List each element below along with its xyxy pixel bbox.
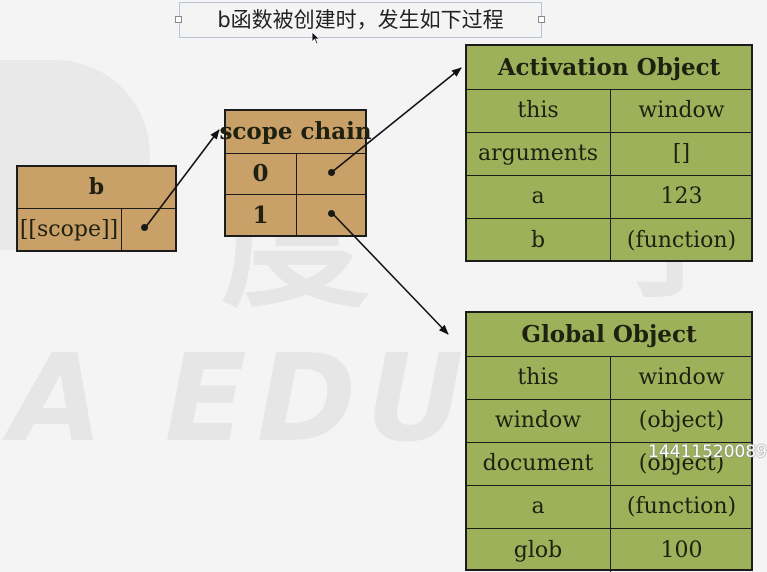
chain-0-pointer-dot — [328, 169, 335, 176]
global-row-key: glob — [466, 528, 611, 572]
activation-row-key: this — [466, 89, 611, 133]
overlay-watermark-number: 14411520089 — [648, 442, 767, 462]
global-row-value: (function) — [610, 485, 753, 529]
global-row-key: document — [466, 442, 611, 486]
global-row-key: window — [466, 399, 611, 443]
global-row-value: (object) — [610, 399, 753, 443]
global-row-key: a — [466, 485, 611, 529]
activation-row-value: 123 — [610, 175, 753, 219]
scope-property-slot — [121, 208, 177, 251]
scope-chain-title: scope chain — [219, 110, 372, 154]
global-row-value: (object) — [610, 442, 753, 486]
activation-row-value: (function) — [626, 227, 737, 253]
activation-row-key: b — [466, 218, 611, 262]
activation-object-table: Activation Object this window arguments … — [465, 44, 753, 262]
activation-object-title: Activation Object — [466, 45, 752, 90]
caption-text: b函数被创建时，发生如下过程 — [217, 8, 504, 32]
scope-chain-index-0: 0 — [225, 153, 297, 195]
function-b-box: b [[scope]] — [16, 165, 177, 252]
mouse-cursor-icon — [311, 31, 321, 45]
resize-handle[interactable] — [175, 16, 182, 23]
activation-row-value: [] — [610, 132, 753, 176]
scope-chain-index-1: 1 — [225, 194, 297, 236]
activation-row-key: a — [466, 175, 611, 219]
activation-row-value: window — [610, 89, 753, 133]
global-row-value: window — [610, 356, 753, 400]
global-object-title: Global Object — [466, 312, 752, 357]
scope-property-label: [[scope]] — [17, 208, 122, 251]
scope-chain-box: scope chain 0 1 — [219, 109, 372, 237]
caption-textbox[interactable]: b函数被创建时，发生如下过程 — [179, 2, 542, 38]
global-row-key: this — [466, 356, 611, 400]
function-name: b — [17, 166, 176, 209]
resize-handle[interactable] — [538, 16, 545, 23]
chain-1-pointer-dot — [328, 210, 335, 217]
activation-row-key: arguments — [466, 132, 611, 176]
scope-chain-slot-0 — [296, 153, 367, 195]
scope-pointer-dot — [141, 224, 148, 231]
global-object-table: Global Object this window window (object… — [465, 311, 753, 572]
global-row-value: 100 — [660, 537, 703, 563]
